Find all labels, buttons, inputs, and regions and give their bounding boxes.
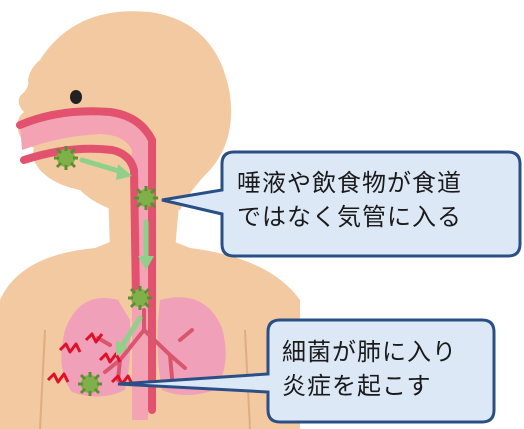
eye bbox=[70, 90, 82, 104]
callout-infection: 細菌が肺に入り 炎症を起こす bbox=[282, 335, 482, 403]
callout-aspiration-line2: ではなく気管に入る bbox=[237, 200, 507, 234]
callout-aspiration-line1: 唾液や飲食物が食道 bbox=[237, 166, 507, 200]
callout-infection-line1: 細菌が肺に入り bbox=[282, 335, 482, 369]
callout-infection-line2: 炎症を起こす bbox=[282, 369, 482, 403]
callout-aspiration: 唾液や飲食物が食道 ではなく気管に入る bbox=[237, 166, 507, 234]
